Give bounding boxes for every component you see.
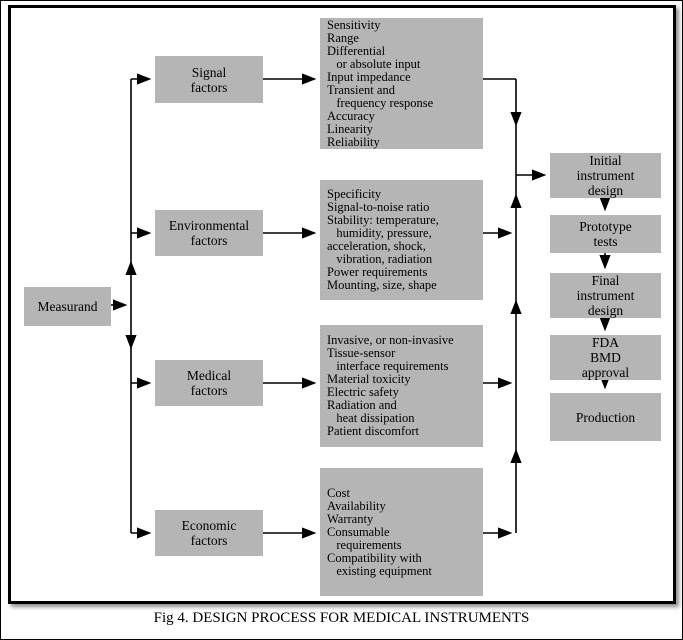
factor-box-economic: Economic factors	[155, 510, 263, 556]
details-box-signal: Sensitivity Range Differential or absolu…	[320, 18, 483, 149]
details-box-medical: Invasive, or non-invasive Tissue-sensor …	[320, 325, 483, 447]
details-box-environmental: Specificity Signal-to-noise ratio Stabil…	[320, 180, 483, 300]
process-label-initial-design: Initial instrument design	[576, 153, 635, 198]
factor-box-medical: Medical factors	[155, 360, 263, 406]
details-text-economic: Cost Availability Warranty Consumable re…	[327, 485, 432, 578]
process-label-fda-approval: FDA BMD approval	[581, 335, 630, 380]
factor-label-medical: Medical factors	[186, 368, 232, 398]
factor-to-details-lines	[263, 73, 317, 539]
process-box-fda-approval: FDA BMD approval	[550, 335, 661, 380]
measurand-label: Measurand	[37, 299, 98, 314]
factor-box-environmental: Environmental factors	[155, 210, 263, 256]
factor-label-signal: Signal factors	[190, 64, 228, 95]
factor-label-environmental: Environmental factors	[168, 218, 250, 248]
details-text-medical: Invasive, or non-invasive Tissue-sensor …	[327, 333, 454, 438]
factor-box-signal: Signal factors	[155, 56, 263, 103]
figure-caption: Fig 4. DESIGN PROCESS FOR MEDICAL INSTRU…	[153, 610, 530, 626]
process-label-final-design: Final instrument design	[576, 273, 635, 318]
details-text-environmental: Specificity Signal-to-noise ratio Stabil…	[327, 187, 439, 292]
process-box-final-design: Final instrument design	[550, 273, 661, 318]
connector-lines	[111, 73, 611, 539]
process-label-production: Production	[575, 409, 636, 425]
collector-lines	[483, 78, 547, 539]
measurand-box: Measurand	[24, 287, 111, 326]
process-box-prototype-tests: Prototype tests	[550, 215, 661, 253]
measurand-fanout-lines	[111, 73, 152, 539]
process-label-prototype-tests: Prototype tests	[579, 219, 632, 249]
factor-label-economic: Economic factors	[181, 518, 237, 548]
details-box-economic: Cost Availability Warranty Consumable re…	[320, 468, 483, 596]
diagram-frame: Measurand Signal factors Environmental f…	[8, 5, 676, 604]
process-box-production: Production	[550, 393, 661, 441]
process-box-initial-design: Initial instrument design	[550, 153, 661, 198]
details-text-signal: Sensitivity Range Differential or absolu…	[327, 17, 434, 149]
